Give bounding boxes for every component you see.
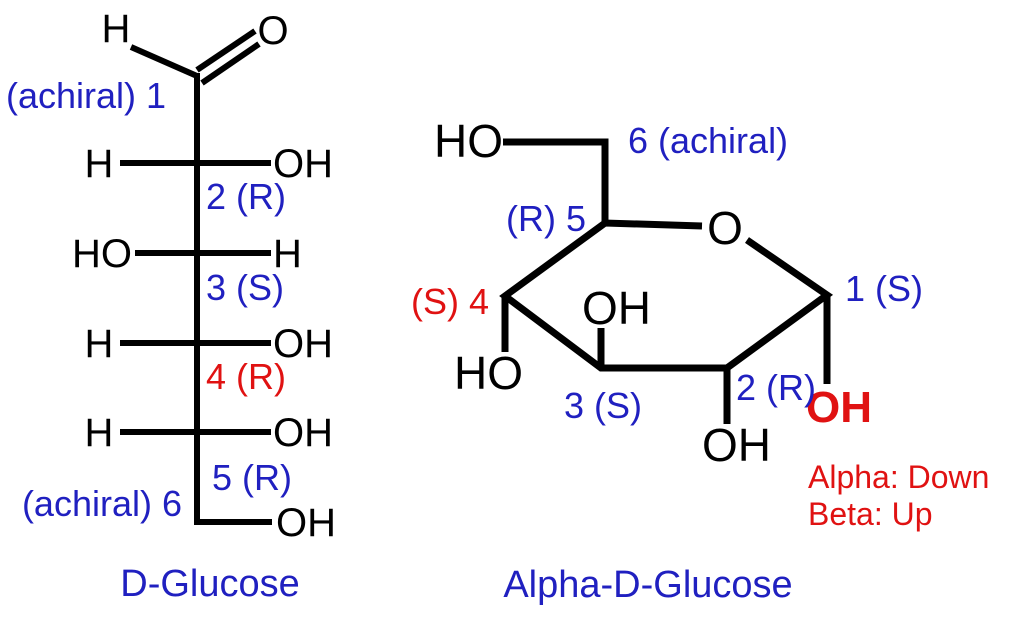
beta-note: Beta: Up	[808, 496, 933, 532]
fischer-c6-oh-atom: OH	[276, 501, 336, 545]
fischer-c1-label: (achiral) 1	[6, 75, 166, 116]
ring-c6-ho-atom: HO	[434, 115, 503, 167]
fischer-c2-left-atom: H	[85, 142, 114, 186]
fischer-c3-left-atom: HO	[72, 232, 132, 276]
ring-c1-oh-atom: OH	[806, 383, 872, 432]
fischer-c4-left-atom: H	[85, 322, 114, 366]
fischer-top-h-atom: H	[102, 7, 131, 51]
fischer-projection: H O (achiral) 1 H OH 2 (R) HO H 3 (S) H …	[6, 7, 336, 605]
fischer-c2-label: 2 (R)	[206, 176, 286, 217]
ring-c6-arm-bond	[503, 138, 609, 224]
ring-c2-oh-atom: OH	[702, 419, 771, 471]
ring-c3-oh-atom: OH	[582, 282, 651, 334]
pyranose-title: Alpha-D-Glucose	[503, 564, 792, 606]
fischer-c4-label: 4 (R)	[206, 356, 286, 397]
ring-c4-label: (S) 4	[411, 281, 489, 322]
fischer-c2-right-atom: OH	[273, 142, 333, 186]
ring-c2-label: 2 (R)	[736, 367, 816, 408]
ring-oxygen-atom: O	[707, 202, 743, 254]
alpha-note: Alpha: Down	[808, 459, 989, 495]
pyranose-ring: HO 6 (achiral) O (R) 5 1 (S) OH OH 2 (R)…	[411, 115, 989, 606]
fischer-c5-left-atom: H	[85, 411, 114, 455]
fischer-title: D-Glucose	[120, 563, 300, 605]
fischer-c5-right-atom: OH	[273, 411, 333, 455]
fischer-double-bond-line-1	[195, 28, 257, 73]
fischer-c5-label: 5 (R)	[212, 457, 292, 498]
ring-skeleton-bonds	[499, 219, 834, 372]
ring-c4-ho-atom: HO	[454, 347, 523, 399]
fischer-carbonyl-o-atom: O	[257, 9, 288, 53]
fischer-c4-right-atom: OH	[273, 322, 333, 366]
ring-c3-label: 3 (S)	[564, 385, 642, 426]
ring-c5-label: (R) 5	[506, 198, 586, 239]
fischer-double-bond-line-2	[200, 41, 261, 86]
fischer-bond-h-c1	[129, 44, 199, 79]
ring-c6-label: 6 (achiral)	[628, 120, 788, 161]
fischer-c3-label: 3 (S)	[206, 267, 284, 308]
fischer-c6-label: (achiral) 6	[22, 483, 182, 524]
fischer-c3-right-atom: H	[273, 232, 302, 276]
ring-c1-label: 1 (S)	[845, 268, 923, 309]
fischer-backbone	[194, 73, 272, 525]
